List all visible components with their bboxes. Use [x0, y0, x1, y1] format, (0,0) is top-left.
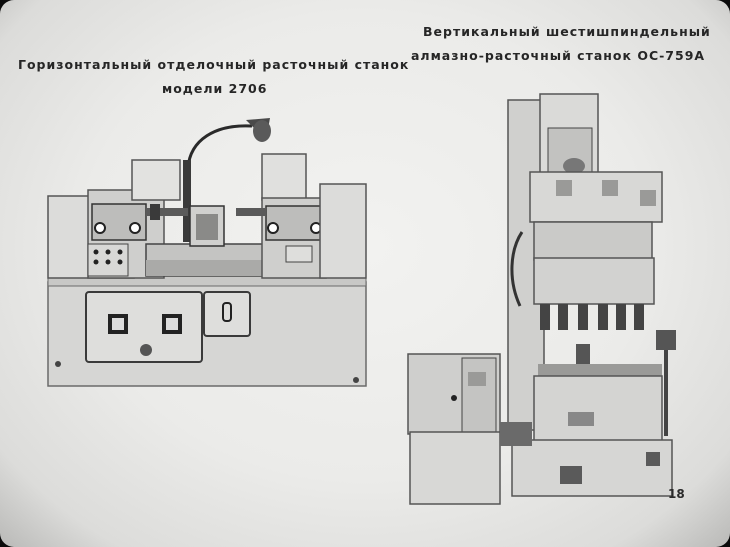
- right-caption-line1: Вертикальный шестишпиндельный: [423, 24, 711, 39]
- left-caption-line1: Горизонтальный отделочный расточный стан…: [18, 57, 410, 72]
- right-caption-line2: алмазно-расточный станок ОС-759А: [411, 48, 706, 63]
- left-caption-line2: модели 2706: [162, 81, 268, 96]
- slide-page-number: 18: [668, 487, 685, 501]
